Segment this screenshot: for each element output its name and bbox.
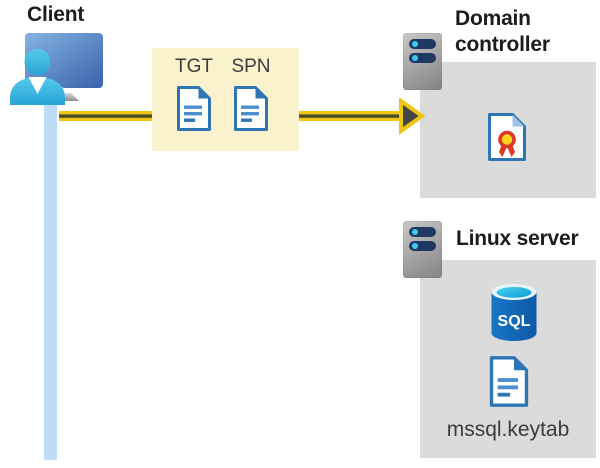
spn-token: SPN — [223, 56, 279, 132]
tgt-document-icon — [176, 85, 212, 132]
certificate-icon — [488, 113, 526, 161]
ticket-box: TGT SPN — [152, 48, 299, 151]
spn-document-icon — [233, 85, 269, 132]
keytab-label: mssql.keytab — [446, 418, 570, 441]
client-connection-line — [44, 96, 57, 460]
client-label: Client — [27, 3, 85, 26]
sql-database-icon: SQL — [491, 284, 537, 341]
linux-server-icon — [403, 221, 442, 278]
client-computer-user-icon — [10, 33, 103, 105]
tgt-token: TGT — [166, 56, 222, 132]
arrowhead-icon — [399, 98, 426, 135]
user-icon — [10, 49, 65, 105]
keytab-document-icon — [487, 355, 531, 408]
domain-controller-label: Domain controller — [455, 7, 550, 56]
monitor-icon — [25, 33, 103, 88]
sql-label: SQL — [498, 313, 531, 330]
domain-controller-server-icon — [403, 33, 442, 90]
tgt-label: TGT — [175, 56, 213, 77]
spn-label: SPN — [231, 56, 271, 77]
linux-server-label: Linux server — [456, 227, 579, 250]
